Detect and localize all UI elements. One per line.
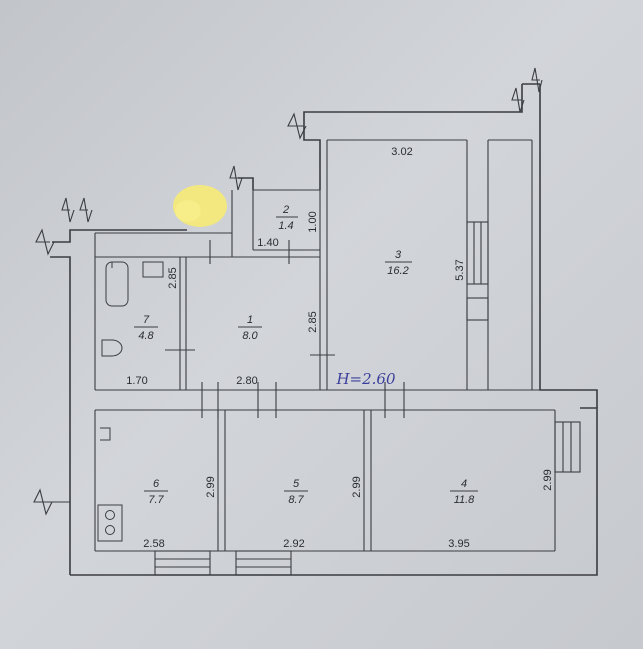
dim-room7-width: 1.70 (126, 375, 147, 387)
room-4-number: 4 (461, 478, 467, 490)
inner-walls (94, 139, 597, 552)
outer-walls (50, 83, 598, 576)
room-2-area: 1.4 (278, 220, 293, 232)
break-marks (33, 67, 543, 516)
dim-room1-height: 2.85 (307, 311, 319, 332)
room-6-area: 7.7 (148, 494, 164, 506)
dim-room6-height: 2.99 (205, 476, 217, 497)
room-3-area: 16.2 (387, 265, 408, 277)
dim-room7-height: 2.85 (167, 267, 179, 288)
door-ticks (165, 240, 405, 418)
room-labels: 2 1.4 3 16.2 1 8.0 7 4.8 6 7.7 5 8.7 4 1… (134, 204, 478, 506)
stove-icon (97, 504, 123, 542)
room-7-area: 4.8 (138, 330, 154, 342)
dim-room5-width: 2.92 (283, 538, 304, 550)
dim-room5-height: 2.99 (351, 476, 363, 497)
dim-room4-height: 2.99 (542, 469, 554, 490)
dim-room4-width: 3.95 (448, 538, 469, 550)
bathtub-icon (105, 261, 129, 307)
ceiling-height-note: H=2.60 (335, 370, 396, 388)
room-5-area: 8.7 (288, 494, 304, 506)
dim-room3-width: 3.02 (391, 146, 412, 158)
windows (154, 221, 581, 576)
dim-room2-width: 1.40 (257, 237, 278, 249)
dim-room3-length: 5.37 (454, 259, 466, 280)
room-7-number: 7 (143, 314, 150, 326)
dim-room1-width: 2.80 (236, 375, 257, 387)
room-5-number: 5 (293, 478, 300, 490)
room-1-number: 1 (247, 314, 253, 326)
room-3-number: 3 (395, 249, 402, 261)
kitchen-sink-icon (100, 427, 111, 441)
dim-room6-width: 2.58 (143, 538, 164, 550)
highlight-mark-inner (175, 200, 201, 222)
room-6-number: 6 (153, 478, 160, 490)
dim-room2-height: 1.00 (307, 211, 319, 232)
room-1-area: 8.0 (242, 330, 258, 342)
room-4-area: 11.8 (454, 494, 475, 506)
toilet-icon (101, 339, 123, 357)
dimension-labels: 3.02 5.37 1.00 1.40 2.85 1.70 2.85 2.80 … (126, 146, 554, 550)
fixtures (97, 261, 164, 542)
sink-icon (142, 261, 164, 278)
room-2-number: 2 (282, 204, 289, 216)
